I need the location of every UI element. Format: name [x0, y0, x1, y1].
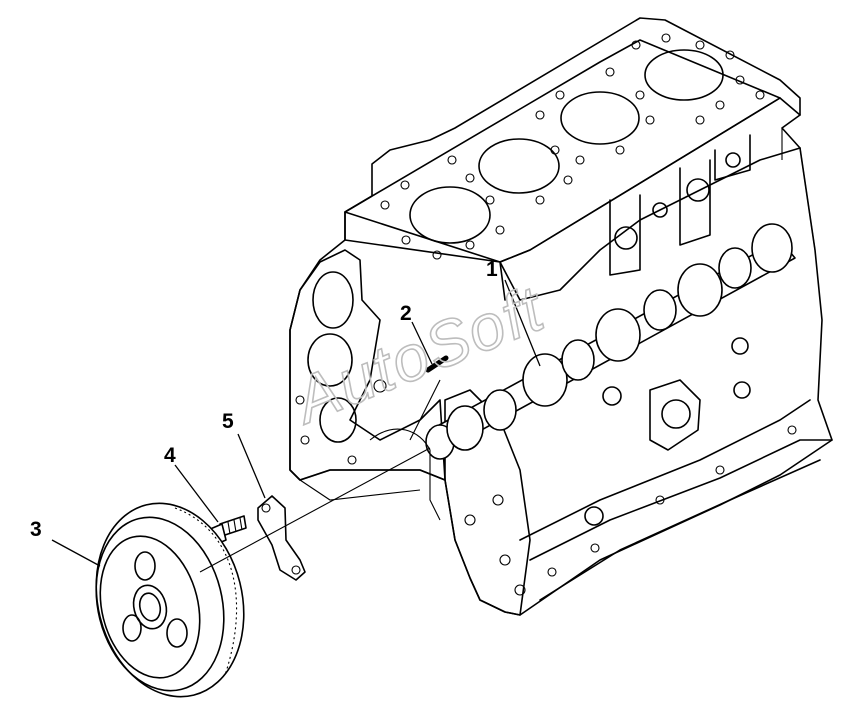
callout-2: 2 — [400, 302, 412, 325]
callout-1: 1 — [486, 258, 498, 281]
leader-lines — [51, 279, 541, 567]
engine-block — [289, 17, 833, 616]
assembly-lines — [199, 379, 441, 573]
leader-4 — [174, 464, 219, 523]
callout-4: 4 — [164, 444, 176, 467]
callout-3: 3 — [30, 518, 42, 541]
camshaft — [425, 223, 796, 460]
leader-1 — [504, 279, 541, 367]
woodruff-key — [425, 355, 449, 373]
leader-3 — [51, 539, 101, 567]
camshaft-gear — [95, 502, 245, 698]
callouts: 1 2 3 4 5 — [30, 258, 498, 541]
callout-5: 5 — [222, 410, 234, 433]
thrust-plate — [257, 495, 306, 581]
leader-2 — [411, 321, 433, 365]
leader-5 — [237, 433, 266, 499]
